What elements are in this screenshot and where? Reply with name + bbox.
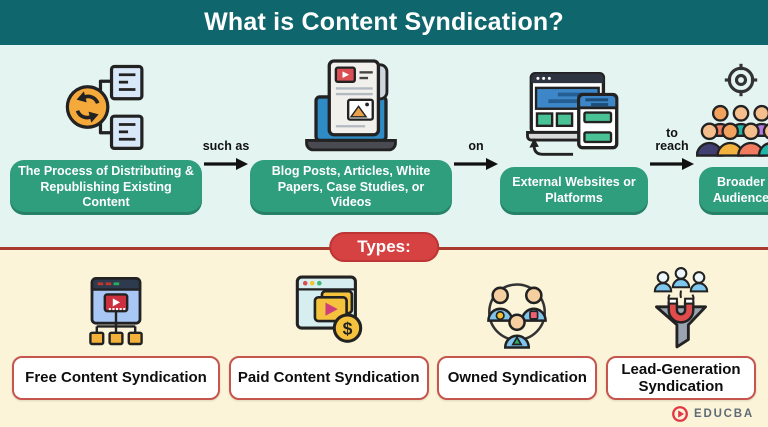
header-banner: What is Content Syndication? (0, 0, 768, 45)
connector-label: such as (202, 139, 250, 154)
arrow-right-icon (650, 158, 694, 170)
educba-logo-icon (672, 406, 688, 422)
flow-box-process: The Process of Distributing & Republishi… (10, 160, 202, 215)
type-card-paid: $ Paid Content Syndication (228, 270, 429, 400)
brand-name: EDUCBA (694, 408, 754, 420)
connector-label: on (468, 139, 484, 154)
type-label-paid: Paid Content Syndication (228, 356, 429, 400)
types-badge: Types: (329, 232, 439, 262)
types-section: Types: (0, 232, 768, 427)
connector-such-as: such as (202, 139, 250, 171)
arrow-right-icon (454, 158, 498, 170)
connector-label: to reach (655, 125, 689, 154)
flow-step-external-platforms: External Websites or Platforms (500, 66, 648, 215)
flow-step-broader-audience: Broader Audience (696, 62, 768, 215)
people-network-icon (475, 270, 559, 351)
flow-box-broader-audience: Broader Audience (699, 167, 768, 215)
flow-step-process: The Process of Distributing & Republishi… (10, 60, 202, 215)
audience-target-icon (696, 62, 768, 161)
magnet-funnel-leads-icon (640, 266, 722, 351)
flow-box-external-platforms: External Websites or Platforms (500, 167, 648, 215)
definition-flow-section: The Process of Distributing & Republishi… (0, 45, 768, 247)
svg-text:$: $ (342, 318, 352, 338)
type-card-lead-generation: Lead-Generation Syndication (605, 266, 756, 400)
flow-step-content-kinds: Blog Posts, Articles, White Papers, Case… (250, 55, 452, 215)
recycle-documents-icon (60, 60, 152, 154)
type-label-lead-generation: Lead-Generation Syndication (605, 355, 756, 400)
browser-windows-sync-icon (518, 66, 630, 161)
connector-to-reach: to reach (648, 125, 696, 172)
video-cards-dollar-icon: $ (285, 270, 373, 351)
connector-on: on (452, 139, 500, 171)
flow-box-content-kinds: Blog Posts, Articles, White Papers, Case… (250, 160, 452, 215)
type-label-owned: Owned Syndication (437, 356, 598, 400)
brand-footer: EDUCBA (671, 405, 754, 423)
arrow-right-icon (204, 158, 248, 170)
type-card-free: Free Content Syndication (12, 273, 220, 400)
page-title: What is Content Syndication? (204, 8, 564, 36)
type-card-owned: Owned Syndication (437, 270, 598, 400)
laptop-document-icon (299, 55, 403, 154)
video-site-tree-icon (76, 273, 156, 351)
types-row: Free Content Syndication $ (0, 250, 768, 400)
type-label-free: Free Content Syndication (12, 356, 220, 400)
